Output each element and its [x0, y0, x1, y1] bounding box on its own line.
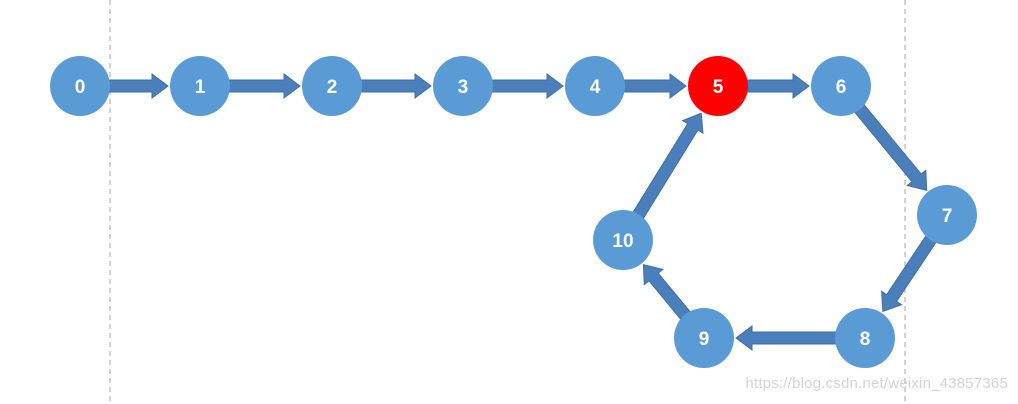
node-label-6: 6	[836, 77, 847, 98]
arrow-4-to-5	[620, 73, 687, 99]
node-5: 5	[688, 56, 748, 116]
node-label-5: 5	[713, 77, 724, 98]
arrow-8-to-9	[735, 325, 840, 351]
node-circle-2	[302, 56, 362, 116]
guide-lines	[109, 0, 906, 404]
node-label-9: 9	[699, 329, 710, 350]
node-circle-4	[565, 56, 625, 116]
node-label-10: 10	[612, 231, 633, 252]
node-0: 0	[50, 56, 110, 116]
watermark-text: https://blog.csdn.net/weixin_43857365	[745, 375, 1008, 392]
node-label-8: 8	[860, 329, 871, 350]
node-1: 1	[170, 56, 230, 116]
node-8: 8	[835, 308, 895, 368]
node-circle-6	[811, 56, 871, 116]
node-label-0: 0	[75, 77, 86, 98]
arrow-5-to-6	[743, 73, 810, 99]
node-10: 10	[593, 210, 653, 270]
nodes: 0 1 2 3 4 5 6 7 8 9 10	[50, 56, 977, 368]
node-9: 9	[674, 308, 734, 368]
arrow-2-to-3	[357, 73, 432, 99]
node-circle-8	[835, 308, 895, 368]
node-circle-10	[593, 210, 653, 270]
node-circle-7	[917, 185, 977, 245]
node-3: 3	[433, 56, 493, 116]
arrow-6-to-7	[852, 101, 928, 191]
arrow-9-to-10	[642, 264, 693, 323]
node-7: 7	[917, 185, 977, 245]
node-label-7: 7	[942, 206, 953, 227]
arrow-10-to-5	[630, 112, 704, 222]
node-4: 4	[565, 56, 625, 116]
arrow-0-to-1	[105, 73, 169, 99]
node-2: 2	[302, 56, 362, 116]
arrow-7-to-8	[881, 232, 939, 313]
arrow-1-to-2	[225, 73, 301, 99]
node-label-1: 1	[195, 77, 206, 98]
node-circle-9	[674, 308, 734, 368]
node-circle-3	[433, 56, 493, 116]
node-label-2: 2	[327, 77, 338, 98]
arrow-3-to-4	[488, 73, 564, 99]
node-label-3: 3	[458, 77, 469, 98]
node-circle-1	[170, 56, 230, 116]
node-circle-0	[50, 56, 110, 116]
edges	[105, 73, 939, 351]
node-6: 6	[811, 56, 871, 116]
node-label-4: 4	[590, 77, 601, 98]
node-circle-5	[688, 56, 748, 116]
